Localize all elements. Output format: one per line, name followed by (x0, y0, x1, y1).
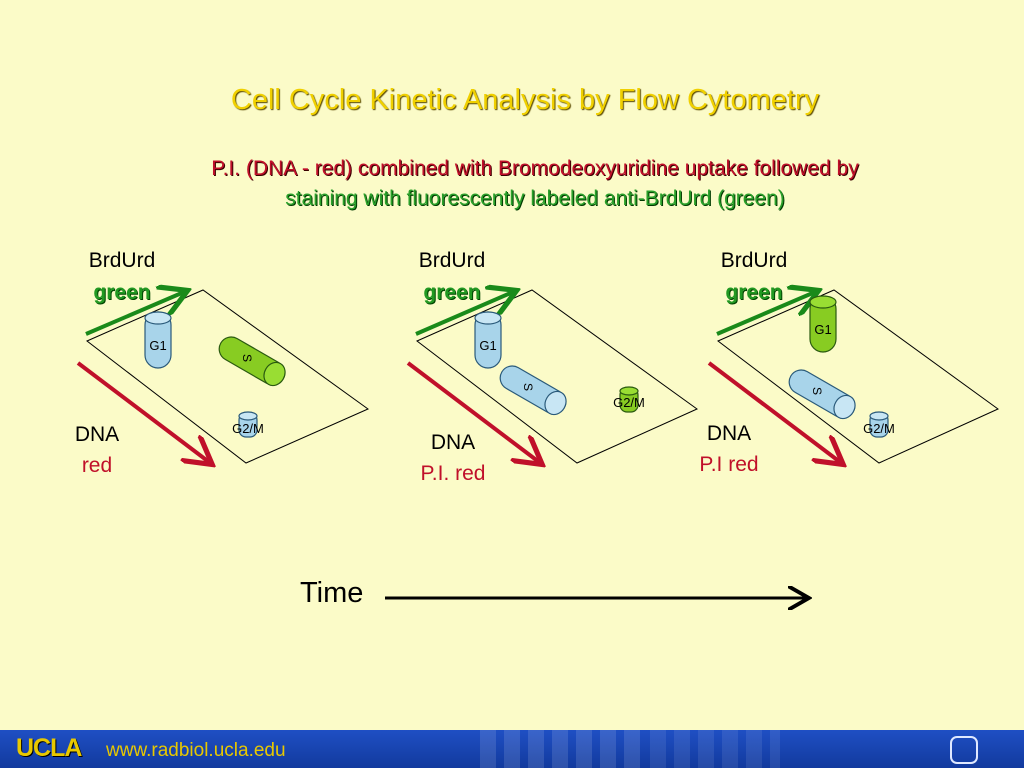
s-cell: S (218, 336, 286, 387)
slide-title: Cell Cycle Kinetic Analysis by Flow Cyto… (230, 84, 820, 116)
g2m-label: G2/M (863, 421, 895, 436)
footer-url-link[interactable]: www.radbiol.ucla.edu (106, 740, 286, 761)
ucla-logo: UCLA (16, 734, 82, 762)
red-arrow (76, 361, 209, 462)
g2m-cell: G2/M (863, 411, 895, 438)
s-label: S (240, 354, 254, 362)
g1-label: G1 (149, 338, 166, 353)
slide-subtitle: P.I. (DNA - red) combined with Bromodeox… (0, 154, 1024, 214)
dna-label: DNA (74, 423, 120, 446)
s-label: S (810, 387, 824, 395)
brdurd-label: BrdUrd (88, 249, 156, 272)
g2m-cell: G2/M (613, 386, 645, 413)
g2m-cell: G2/M (232, 411, 264, 438)
panel-3: G1 S G2/M (707, 290, 999, 463)
dna-label: DNA (706, 422, 752, 445)
brdurd-label: BrdUrd (418, 249, 486, 272)
g1-label: G1 (479, 338, 496, 353)
green-arrow (85, 292, 184, 336)
s-cell: S (499, 365, 567, 416)
g1-cell: G1 (144, 311, 172, 369)
subtitle-line-1: P.I. (DNA - red) combined with Bromodeox… (211, 157, 859, 180)
footer-bar: UCLA www.radbiol.ucla.edu (0, 730, 1024, 768)
footer-pattern (480, 730, 640, 768)
subtitle-line-2: staining with fluorescently labeled anti… (285, 187, 785, 210)
green-label: green (423, 281, 481, 304)
dna-label: DNA (430, 431, 476, 454)
panel-2: G1 S G2/M (406, 290, 698, 463)
s-label: S (521, 383, 535, 391)
s-cell: S (788, 369, 856, 420)
footer-pattern (650, 730, 780, 768)
dna-color-label: red (81, 454, 113, 477)
g1-cell: G1 (474, 311, 502, 369)
dna-color-label: P.I. red (420, 462, 486, 485)
dna-color-label: P.I red (699, 453, 759, 476)
red-arrow (406, 361, 539, 462)
panel-1: G1 S G2/M (76, 290, 369, 463)
green-label: green (725, 281, 783, 304)
g1-cell: G1 (809, 295, 837, 353)
g2m-label: G2/M (613, 395, 645, 410)
rounded-square-icon (950, 736, 978, 764)
brdurd-label: BrdUrd (720, 249, 788, 272)
green-arrow (415, 292, 513, 336)
g1-label: G1 (814, 322, 831, 337)
green-arrow (716, 292, 815, 336)
time-label: Time (300, 577, 364, 609)
green-label: green (93, 281, 151, 304)
g2m-label: G2/M (232, 421, 264, 436)
red-arrow (707, 361, 840, 462)
